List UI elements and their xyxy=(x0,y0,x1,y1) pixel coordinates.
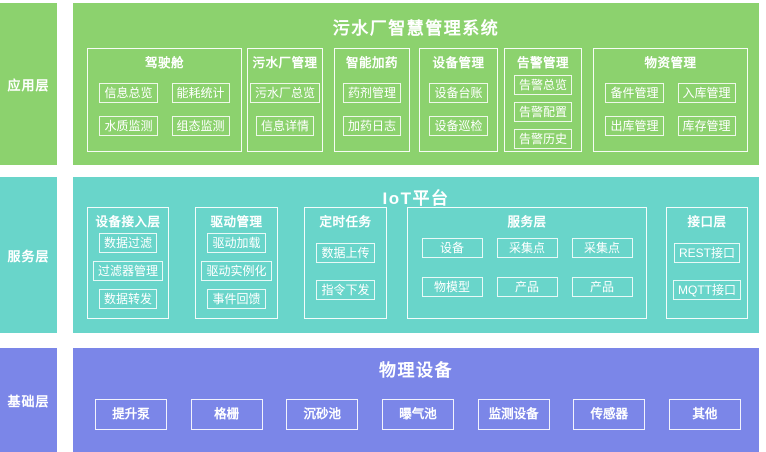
group-title: 服务层 xyxy=(507,215,547,229)
group-title: 设备管理 xyxy=(432,56,485,70)
item-box: 告警历史 xyxy=(513,129,572,149)
item-box: 产品 xyxy=(496,277,558,297)
group-items: 数据上传 指令下发 xyxy=(305,243,386,300)
item-box: 驱动加载 xyxy=(207,233,266,253)
group-title: 物资管理 xyxy=(644,56,697,70)
equipment-row: 提升泵 格栅 沉砂池 曝气池 监测设备 传感器 其他 xyxy=(95,399,741,430)
item-box: 数据过滤 xyxy=(98,233,157,253)
equipment-box: 沉砂池 xyxy=(286,399,359,430)
item-box: 驱动实例化 xyxy=(201,261,272,281)
group-device-access-layer: 设备接入层 数据过滤 过滤器管理 数据转发 xyxy=(87,207,169,319)
item-box: 产品 xyxy=(571,277,633,297)
group-title: 告警管理 xyxy=(516,56,569,70)
group-title: 驱动管理 xyxy=(210,215,263,229)
group-items: 设备 采集点 采集点 物模型 产品 产品 xyxy=(408,238,646,297)
group-title: 智能加药 xyxy=(345,56,398,70)
item-box: 采集点 xyxy=(571,238,633,258)
group-items: 污水厂总览 信息详情 xyxy=(248,83,322,136)
base-layer-title: 物理设备 xyxy=(379,361,453,380)
group-alarm-management: 告警管理 告警总览 告警配置 告警历史 xyxy=(504,48,582,152)
item-box: 组态监测 xyxy=(171,116,230,136)
service-layer-panel: IoT平台 设备接入层 数据过滤 过滤器管理 数据转发 驱动管理 驱动加载 驱动… xyxy=(73,177,759,333)
group-items: 告警总览 告警配置 告警历史 xyxy=(505,75,581,149)
group-service-sublayer: 服务层 设备 采集点 采集点 物模型 产品 产品 xyxy=(407,207,647,319)
group-plant-management: 污水厂管理 污水厂总览 信息详情 xyxy=(247,48,323,152)
item-box: 事件回馈 xyxy=(207,289,266,309)
item-box: 能耗统计 xyxy=(171,83,230,103)
item-box: 信息详情 xyxy=(255,116,314,136)
group-scheduled-tasks: 定时任务 数据上传 指令下发 xyxy=(304,207,387,319)
group-items: 驱动加载 驱动实例化 事件回馈 xyxy=(196,233,277,309)
item-box: 水质监测 xyxy=(99,116,158,136)
item-box: 设备巡检 xyxy=(429,116,488,136)
group-title: 定时任务 xyxy=(319,215,372,229)
group-driver-management: 驱动管理 驱动加载 驱动实例化 事件回馈 xyxy=(195,207,278,319)
sidebar-label-base-layer: 基础层 xyxy=(0,348,57,452)
group-items: 设备台账 设备巡检 xyxy=(420,83,497,136)
item-box: 采集点 xyxy=(496,238,558,258)
item-box: 信息总览 xyxy=(99,83,158,103)
group-interface-layer: 接口层 REST接口 MQTT接口 xyxy=(666,207,748,319)
item-box: 指令下发 xyxy=(316,280,375,300)
group-material-management: 物资管理 备件管理 入库管理 出库管理 库存管理 xyxy=(593,48,748,152)
item-box: REST接口 xyxy=(673,243,740,263)
group-equipment-management: 设备管理 设备台账 设备巡检 xyxy=(419,48,498,152)
equipment-box: 提升泵 xyxy=(95,399,167,430)
group-items: REST接口 MQTT接口 xyxy=(667,243,747,300)
group-title: 设备接入层 xyxy=(95,215,161,229)
application-layer-panel: 污水厂智慧管理系统 驾驶舱 信息总览 能耗统计 水质监测 组态监测 污水厂管理 … xyxy=(73,3,759,165)
item-box: 加药日志 xyxy=(342,116,401,136)
sidebar-label-service-layer: 服务层 xyxy=(0,177,57,333)
group-cockpit: 驾驶舱 信息总览 能耗统计 水质监测 组态监测 xyxy=(87,48,242,152)
item-box: 出库管理 xyxy=(605,116,664,136)
item-box: 污水厂总览 xyxy=(249,83,320,103)
group-items: 备件管理 入库管理 出库管理 库存管理 xyxy=(594,83,747,136)
group-title: 污水厂管理 xyxy=(252,56,318,70)
item-box: 过滤器管理 xyxy=(92,261,163,281)
service-layer-title: IoT平台 xyxy=(382,189,450,208)
item-box: 药剂管理 xyxy=(342,83,401,103)
equipment-box: 监测设备 xyxy=(477,399,550,430)
group-items: 药剂管理 加药日志 xyxy=(335,83,409,136)
item-box: 备件管理 xyxy=(605,83,664,103)
equipment-box: 其他 xyxy=(668,399,741,430)
item-box: 告警配置 xyxy=(513,102,572,122)
group-title: 驾驶舱 xyxy=(144,56,184,70)
equipment-box: 曝气池 xyxy=(381,399,454,430)
group-items: 信息总览 能耗统计 水质监测 组态监测 xyxy=(88,83,241,136)
item-box: 数据上传 xyxy=(316,243,375,263)
application-layer-title: 污水厂智慧管理系统 xyxy=(332,19,500,38)
item-box: 设备 xyxy=(421,238,483,258)
item-box: 告警总览 xyxy=(513,75,572,95)
group-title: 接口层 xyxy=(687,215,727,229)
group-smart-dosing: 智能加药 药剂管理 加药日志 xyxy=(334,48,410,152)
item-box: 数据转发 xyxy=(98,289,157,309)
equipment-box: 传感器 xyxy=(573,399,646,430)
group-items: 数据过滤 过滤器管理 数据转发 xyxy=(88,233,168,309)
item-box: 入库管理 xyxy=(677,83,736,103)
item-box: 物模型 xyxy=(421,277,483,297)
base-layer-panel: 物理设备 提升泵 格栅 沉砂池 曝气池 监测设备 传感器 其他 xyxy=(73,348,759,452)
item-box: 库存管理 xyxy=(677,116,736,136)
item-box: MQTT接口 xyxy=(673,280,741,300)
equipment-box: 格栅 xyxy=(190,399,263,430)
sidebar-label-application-layer: 应用层 xyxy=(0,3,57,165)
item-box: 设备台账 xyxy=(429,83,488,103)
